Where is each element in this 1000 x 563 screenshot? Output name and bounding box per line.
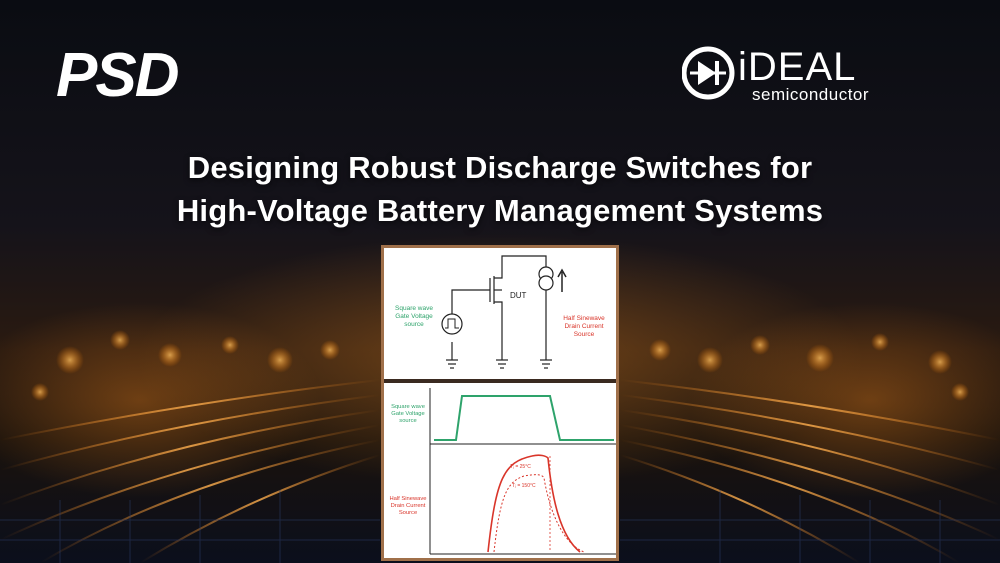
gate-source-label-1: Square wave (395, 305, 433, 312)
headline-line-1: Designing Robust Discharge Switches for (187, 150, 813, 185)
drain-source-label-3: Source (574, 331, 595, 338)
wave-drain-label-2: Drain Current (391, 503, 426, 509)
psd-logo: PSD (56, 44, 181, 104)
svg-text:semiconductor: semiconductor (752, 85, 869, 104)
gate-source-label-3: source (404, 321, 424, 328)
schematic-panel (384, 248, 616, 378)
wave-drain-label-1: Half Sinewave (389, 496, 426, 502)
drain-current-trace-25c (487, 454, 581, 553)
wave-drain-label-3: Source (399, 510, 417, 516)
diode-icon (682, 46, 735, 100)
headline: Designing Robust Discharge Switches for … (0, 146, 1000, 232)
gate-source-label-2: Gate Voltage (395, 313, 433, 320)
waveform-panel (429, 388, 616, 555)
wave-gate-label-1: Square wave (391, 404, 425, 410)
drain-source-label-1: Half Sinewave (563, 315, 605, 322)
figure-divider (384, 379, 616, 383)
current-source-icon (538, 266, 567, 292)
svg-text:iDEAL: iDEAL (738, 45, 856, 89)
wave-gate-label-2: Gate Voltage (391, 411, 425, 417)
test-circuit-figure: DUT Square wave Gate Voltage source Half… (381, 245, 619, 561)
svg-text:PSD: PSD (56, 44, 179, 104)
temp-label-25c: Tⱼ = 25°C (510, 464, 531, 470)
gate-voltage-trace (434, 395, 614, 441)
square-wave-source-icon (441, 313, 463, 335)
ideal-semiconductor-logo: iDEAL semiconductor (682, 45, 869, 104)
headline-line-2: High-Voltage Battery Management Systems (176, 193, 824, 228)
wave-gate-label-3: source (399, 418, 416, 424)
figure-drawing: DUT Square wave Gate Voltage source Half… (384, 248, 616, 555)
drain-source-label-2: Drain Current (564, 323, 603, 330)
dut-label: DUT (510, 291, 527, 300)
temp-label-150c: Tⱼ = 150°C (512, 483, 536, 489)
